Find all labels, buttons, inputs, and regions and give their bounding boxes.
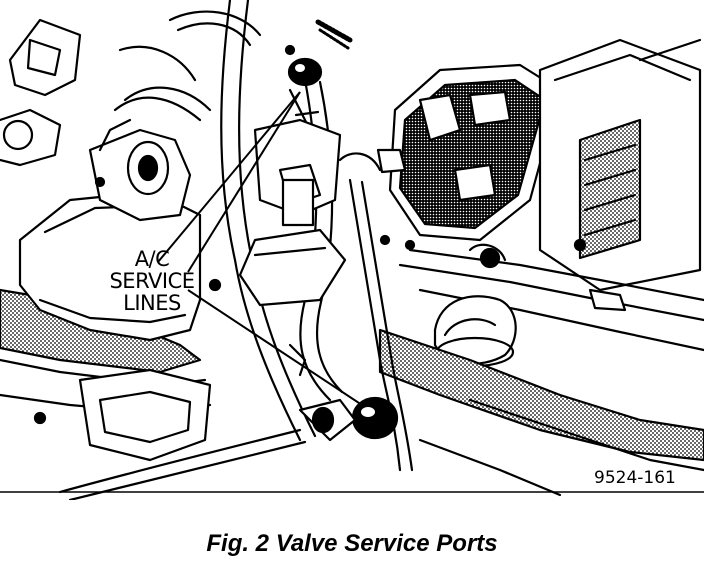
valve-cover-shading [378,328,704,462]
lower-service-port [288,343,399,442]
figure-number: 9524-161 [594,468,676,488]
figure-caption: Fig. 2 Valve Service Ports [206,530,498,557]
ac-service-lines-callout: A/C SERVICE LINES [109,247,195,315]
upper-service-port [287,19,353,132]
ac-hose-left [220,0,302,442]
callout-line-2: SERVICE [109,269,195,293]
callout-line-3: LINES [123,291,181,315]
engine-bay-illustration [0,0,704,500]
callout-leader-lines [157,91,363,406]
top-left-connector [8,18,82,97]
callout-line-1: A/C [134,247,170,271]
